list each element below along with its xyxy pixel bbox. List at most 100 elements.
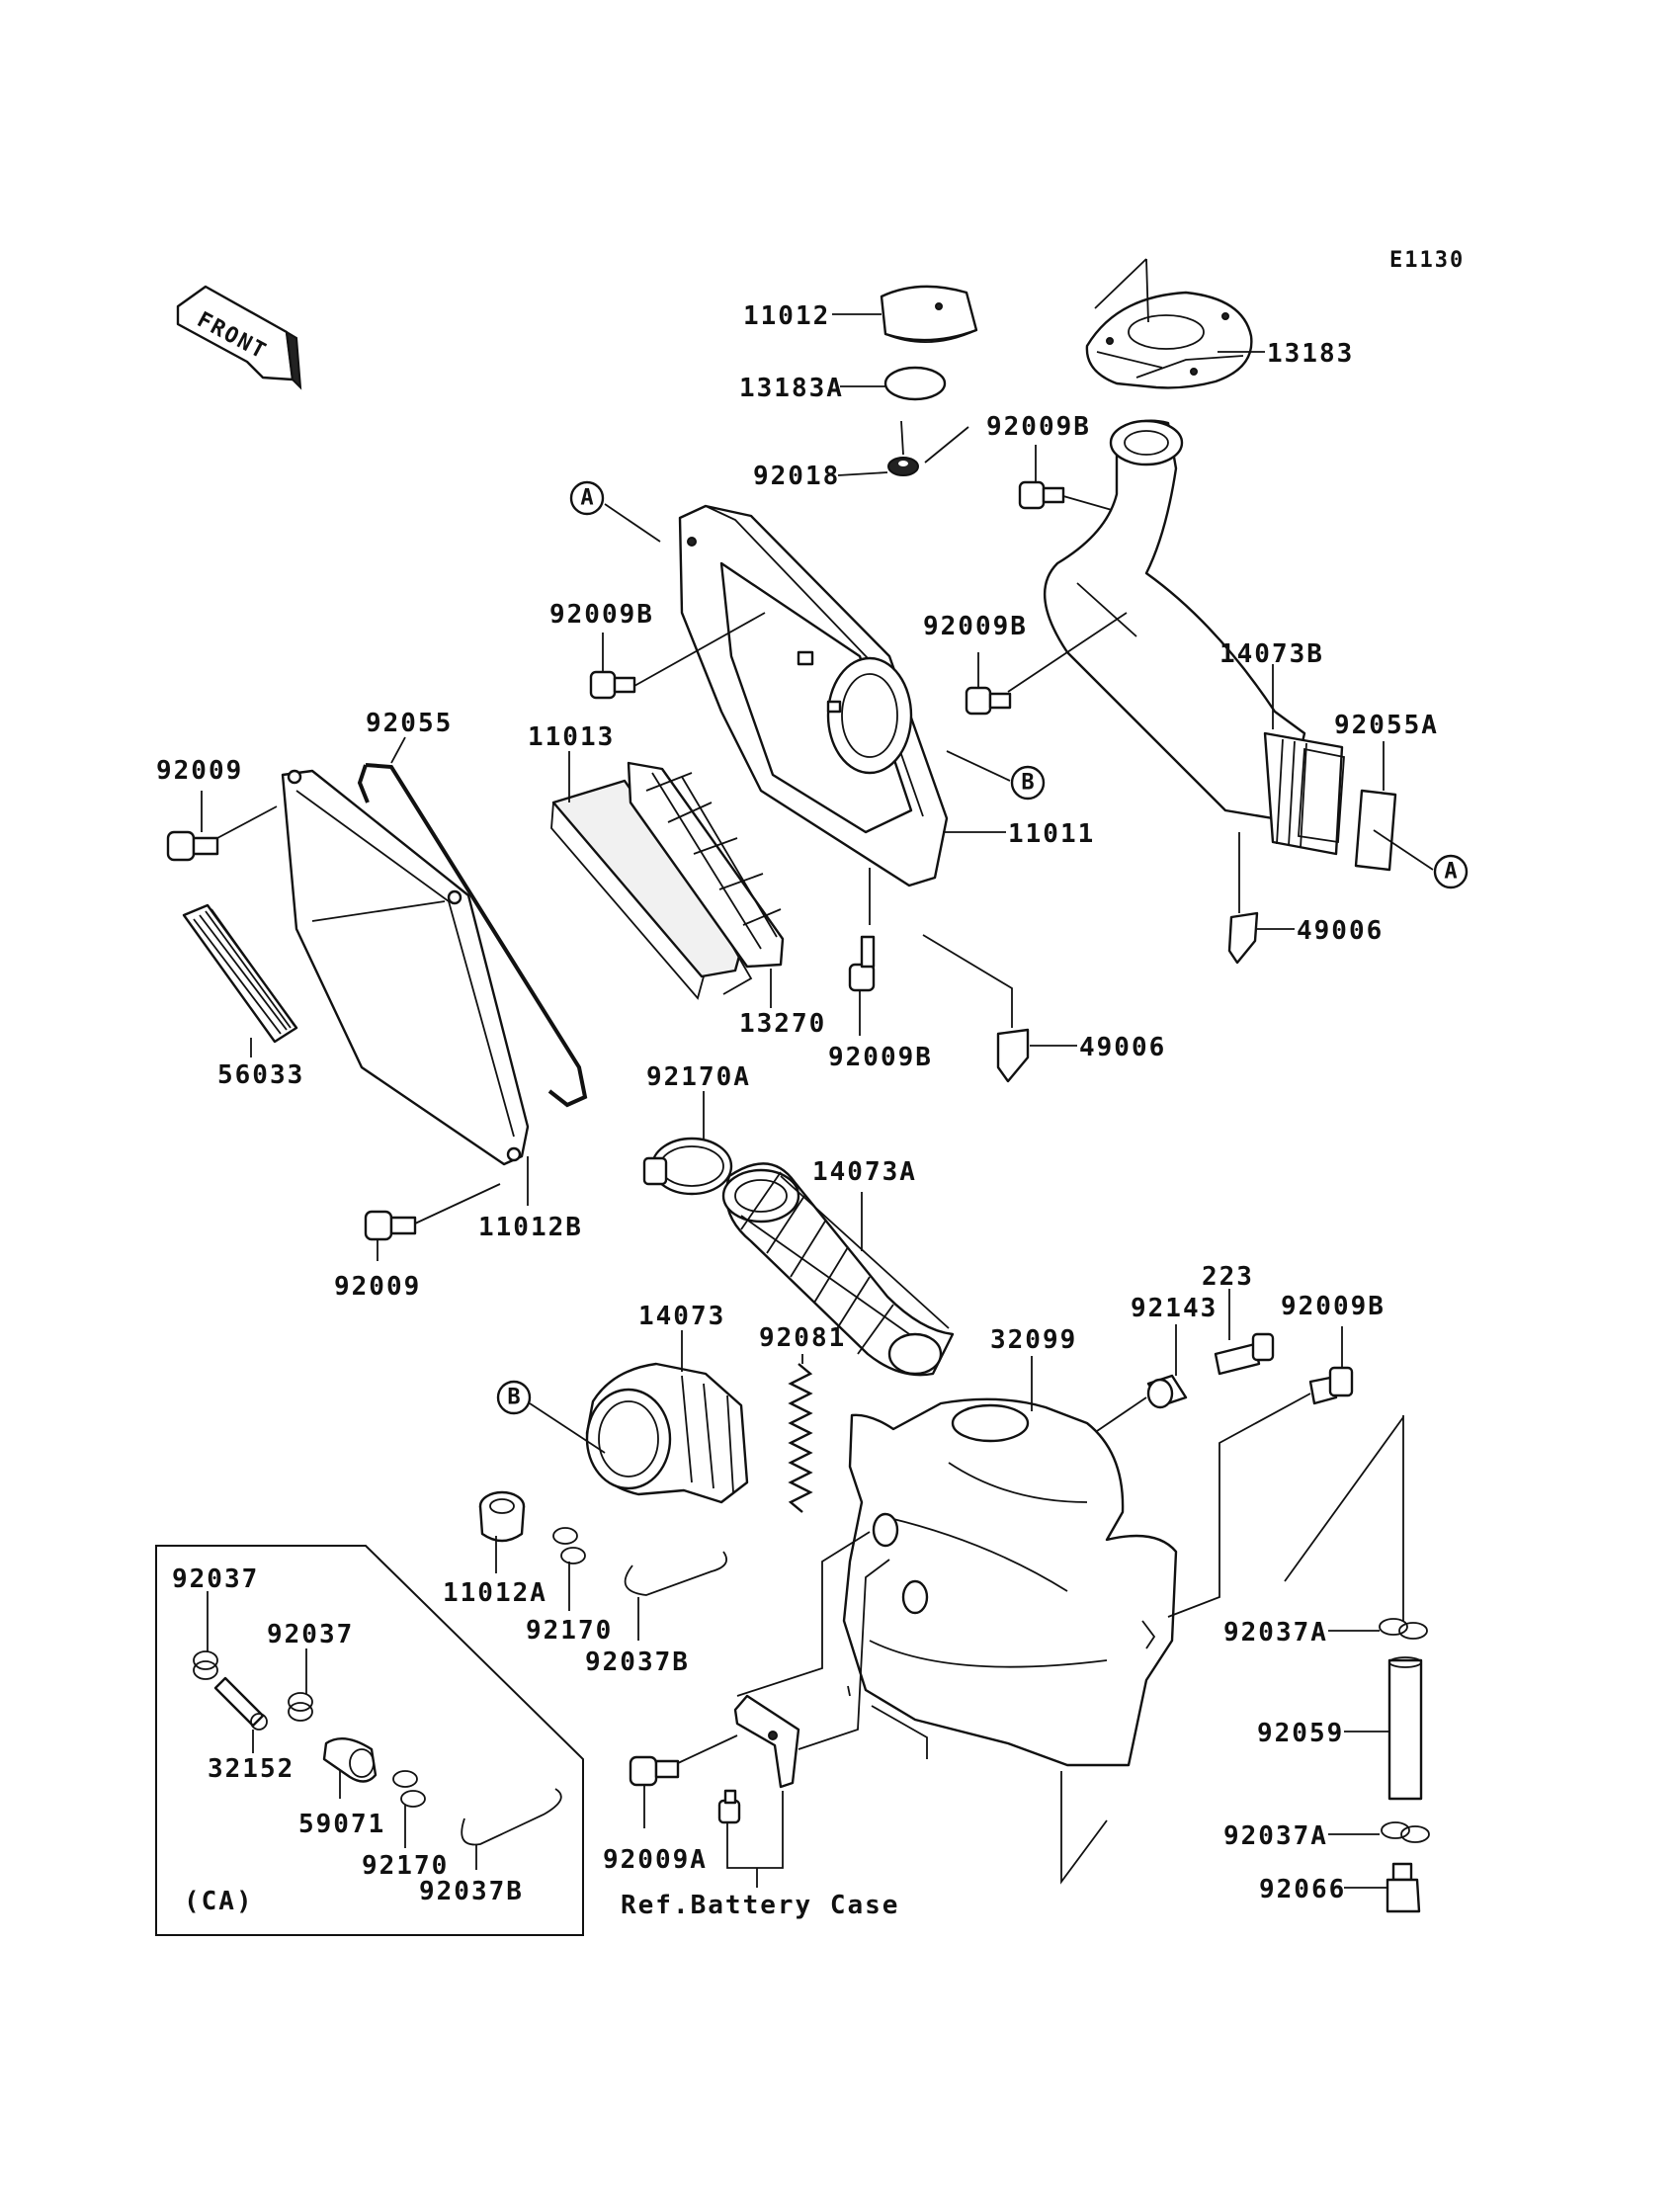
screw-92009-top [166,830,219,862]
callout-92055A: 92055A [1334,711,1439,740]
leader-92055 [390,736,406,764]
leader-92037A-top [1328,1415,1404,1632]
bracket [733,1694,800,1789]
leader-92009A [643,1734,738,1828]
clip-49006-right [1227,911,1259,965]
callout-92170-inset: 92170 [362,1851,449,1881]
callout-92055: 92055 [366,709,453,738]
callout-92170A: 92170A [646,1062,751,1092]
leader-92009B-upper-left [602,612,766,687]
leader-92009-top [201,791,278,839]
leader-bracket [736,1531,890,1750]
callout-92018: 92018 [753,462,840,491]
callout-92009B-upper-left: 92009B [549,600,654,630]
diagram-code: E1130 [1389,248,1465,273]
leader-92009-bottom [377,1183,501,1261]
callout-59071: 59071 [298,1810,385,1839]
case-32099 [842,1397,1178,1767]
callout-14073B: 14073B [1219,639,1324,669]
leader-13183 [1094,258,1265,353]
callout-92009A: 92009A [603,1845,708,1875]
callout-13270: 13270 [739,1009,826,1039]
callout-92037A-top: 92037A [1223,1618,1328,1648]
front-arrow: FRONT [176,285,302,390]
clip-92037A-top [1379,1618,1428,1640]
connector-14073 [585,1362,749,1504]
disc-13183A [883,366,947,401]
screw-92009A [629,1755,680,1787]
sleeve-92143 [1146,1374,1188,1409]
callout-11011: 11011 [1008,819,1095,849]
callout-92009-bottom: 92009 [334,1272,421,1302]
leader-ref-a-right [1373,829,1434,871]
leader-49006-right [1238,832,1295,930]
screw-92009-bottom [364,1210,417,1241]
clip-49006-lower [996,1028,1030,1083]
clamp-92170-center [552,1527,586,1564]
callout-56033: 56033 [217,1060,304,1090]
leader-92009B-far-right [1167,1326,1343,1618]
callout-92037-inset-b: 92037 [267,1620,354,1649]
callout-92009B-right: 92009B [923,612,1028,641]
duct-14073B [1043,419,1345,856]
cover-11012B [281,769,530,1166]
callout-92037B-inset: 92037B [419,1877,524,1906]
callout-92009B-lower: 92009B [828,1043,933,1072]
grid-13270 [627,761,785,969]
callout-32152: 32152 [208,1754,294,1784]
callout-92009B-far-right: 92009B [1281,1292,1386,1321]
housing-11011 [678,504,949,887]
callout-11012A: 11012A [443,1578,547,1608]
callout-92037B-center: 92037B [585,1648,690,1677]
boot-14073A [721,1162,955,1377]
phantom-lines [847,1416,1404,1885]
callout-92143: 92143 [1131,1294,1218,1323]
callout-92170-center: 92170 [526,1616,613,1646]
callout-14073: 14073 [638,1302,725,1331]
callout-223: 223 [1202,1262,1254,1292]
ref-a-right-label: A [1444,860,1457,885]
screw-92009B-top [1018,480,1065,510]
badge-56033 [182,903,298,1044]
ref-b-housing [1010,765,1046,801]
callout-92066: 92066 [1259,1875,1346,1904]
clamp-92170A [642,1137,733,1196]
callout-49006-lower: 49006 [1079,1033,1166,1062]
tube-92059 [1387,1656,1423,1801]
callout-13183: 13183 [1267,339,1354,369]
leader-ref-battery [726,1791,784,1888]
leader-ref-a-top [604,503,661,543]
bolt-223 [1214,1332,1275,1376]
ref-a-top [569,480,605,516]
leader-92018 [837,471,888,476]
screw-92009B-far-right [1308,1366,1354,1405]
leader-ref-b-lower [529,1402,606,1454]
washer-92018 [887,457,919,476]
callout-49006-right: 49006 [1297,916,1384,946]
plug-92066 [1386,1862,1421,1913]
ref-a-top-label: A [580,486,593,511]
inset-ca-label: (CA) [184,1887,254,1916]
callout-92059: 92059 [1257,1719,1344,1748]
cap-11012 [880,285,978,343]
leader-92009B-right [977,612,1128,693]
ref-b-housing-label: B [1021,771,1034,796]
callout-11012B: 11012B [478,1213,583,1242]
screw-ref-battery [717,1789,741,1824]
callout-14073A: 14073A [812,1157,917,1187]
callout-92081: 92081 [759,1323,846,1353]
leader-92009B-lower [859,868,871,1036]
callout-11012: 11012 [743,301,830,331]
callout-92037-inset-a: 92037 [172,1564,259,1594]
ref-b-lower-label: B [507,1386,520,1410]
ref-battery-note: Ref.Battery Case [621,1891,899,1920]
screw-92009B-upper-left [589,670,636,700]
leader-92018-b [900,420,969,464]
leader-49006-lower [922,934,1077,1047]
clip-92037A-bottom [1381,1821,1430,1843]
screw-92009B-right [965,686,1012,716]
callout-92037A-bottom: 92037A [1223,1821,1328,1851]
callout-13183A: 13183A [739,374,844,403]
leader-92143 [1096,1324,1177,1432]
